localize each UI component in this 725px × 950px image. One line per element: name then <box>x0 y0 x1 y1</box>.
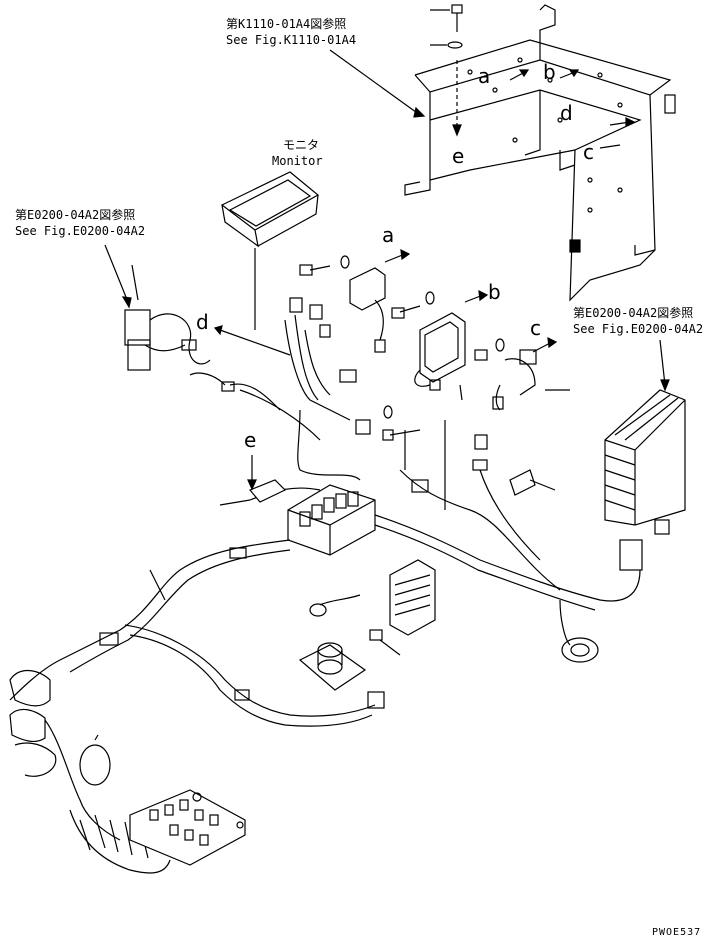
drawing-code: PWOE537 <box>652 927 702 938</box>
ref-top-jp: 第K1110-01A4図参照 <box>226 17 347 31</box>
marker-c-part: c <box>530 316 541 340</box>
marker-a-part: a <box>382 223 395 247</box>
ref-right-jp: 第E0200-04A2図参照 <box>573 306 694 320</box>
marker-b-part: b <box>488 280 501 304</box>
marker-d-frame: d <box>560 101 573 125</box>
marker-d-part: d <box>196 310 209 334</box>
marker-b-frame: b <box>543 60 556 84</box>
ref-right-en: See Fig.E0200-04A2 <box>573 322 704 336</box>
ref-left-en: See Fig.E0200-04A2 <box>15 224 146 238</box>
monitor-label-jp: モニタ <box>283 138 320 152</box>
ref-top-en: See Fig.K1110-01A4 <box>226 33 357 47</box>
controller-box <box>604 339 686 571</box>
monitor-unit <box>220 171 320 330</box>
marker-a-frame: a <box>478 64 491 88</box>
relay-assembly-left <box>104 244 235 392</box>
monitor-label-en: Monitor <box>272 154 323 168</box>
main-harness <box>9 314 641 874</box>
marker-e-part: e <box>244 428 257 452</box>
hardware-parts <box>213 248 570 691</box>
ref-left-jp: 第E0200-04A2図参照 <box>15 208 136 222</box>
marker-c-frame: c <box>583 140 594 164</box>
cab-frame <box>404 4 676 302</box>
marker-e-frame: e <box>452 144 465 168</box>
